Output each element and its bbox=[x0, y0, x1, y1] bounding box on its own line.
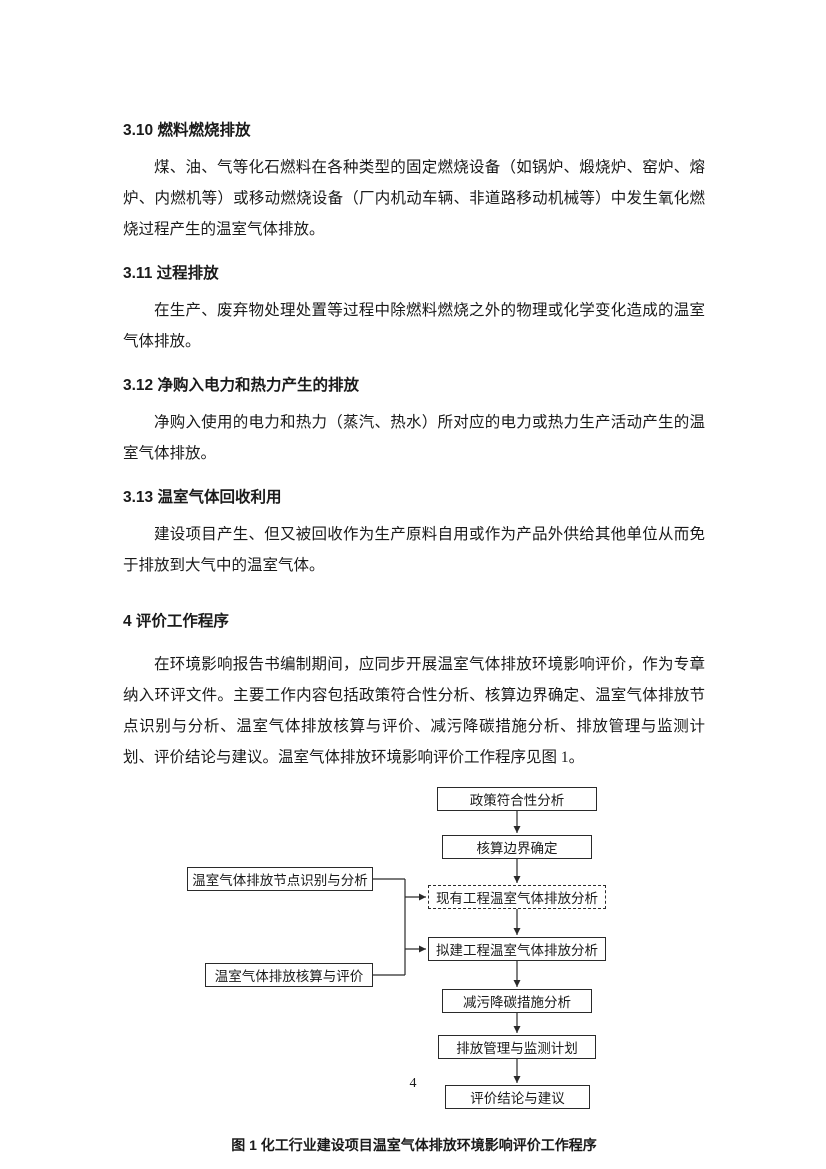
workflow-flowchart: 政策符合性分析 核算边界确定 现有工程温室气体排放分析 拟建工程温室气体排放分析… bbox=[123, 787, 706, 1119]
flow-step-ghg-emission-node-identification: 温室气体排放节点识别与分析 bbox=[187, 867, 373, 891]
section-heading-3-10: 3.10 燃料燃烧排放 bbox=[123, 122, 251, 139]
section-heading-4: 4 评价工作程序 bbox=[123, 613, 229, 630]
flow-step-proposed-project-ghg-analysis: 拟建工程温室气体排放分析 bbox=[428, 937, 606, 961]
flow-step-pollution-carbon-reduction-measures: 减污降碳措施分析 bbox=[442, 989, 592, 1013]
section-heading-3-13: 3.13 温室气体回收利用 bbox=[123, 489, 282, 506]
section-heading-3-12: 3.12 净购入电力和热力产生的排放 bbox=[123, 377, 359, 394]
paragraph-3-12: 净购入使用的电力和热力（蒸汽、热水）所对应的电力或热力生产活动产生的温室气体排放… bbox=[123, 414, 705, 462]
flowchart-connectors bbox=[373, 811, 521, 1083]
flow-step-accounting-boundary-determination: 核算边界确定 bbox=[442, 835, 592, 859]
flow-step-policy-conformity-analysis: 政策符合性分析 bbox=[437, 787, 597, 811]
paragraph-3-11: 在生产、废弃物处理处置等过程中除燃料燃烧之外的物理或化学变化造成的温室气体排放。 bbox=[123, 302, 705, 350]
figure-1-caption: 图 1 化工行业建设项目温室气体排放环境影响评价工作程序 bbox=[231, 1137, 597, 1153]
paragraph-4: 在环境影响报告书编制期间，应同步开展温室气体排放环境影响评价，作为专章纳入环评文… bbox=[123, 656, 705, 766]
flow-step-existing-project-ghg-analysis: 现有工程温室气体排放分析 bbox=[428, 885, 606, 909]
flow-step-evaluation-conclusions-suggestions: 评价结论与建议 bbox=[445, 1085, 590, 1109]
section-heading-3-11: 3.11 过程排放 bbox=[123, 265, 219, 282]
page-number: 4 bbox=[409, 1076, 417, 1091]
paragraph-3-13: 建设项目产生、但又被回收作为生产原料自用或作为产品外供给其他单位从而免于排放到大… bbox=[123, 526, 705, 574]
flow-step-emission-management-monitoring-plan: 排放管理与监测计划 bbox=[438, 1035, 596, 1059]
flow-step-ghg-emission-accounting-evaluation: 温室气体排放核算与评价 bbox=[205, 963, 373, 987]
paragraph-3-10: 煤、油、气等化石燃料在各种类型的固定燃烧设备（如锅炉、煅烧炉、窑炉、熔炉、内燃机… bbox=[123, 159, 705, 238]
